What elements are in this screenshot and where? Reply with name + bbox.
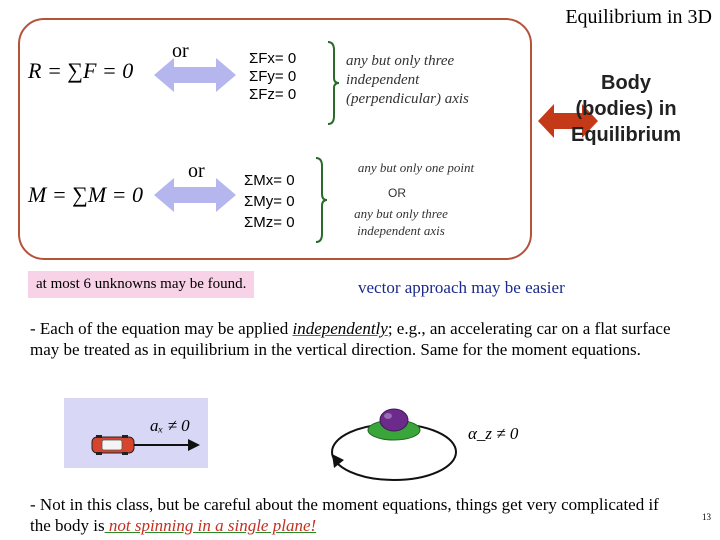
page-number: 13 [702, 512, 711, 522]
independence-paragraph: - Each of the equation may be applied in… [30, 318, 702, 360]
force-x-eq: ΣFx= 0 [249, 50, 297, 67]
car-panel [64, 398, 208, 468]
paragraph1-start: - Each of the equation may be applied [30, 319, 293, 338]
force-resultant-equation: R = ∑F = 0 [28, 58, 134, 83]
force-note: any but only three independent (perpendi… [346, 53, 469, 107]
moment-z-eq: ΣMz= 0 [244, 214, 295, 231]
moment-or-label: or [188, 160, 205, 182]
force-z-eq: ΣFz= 0 [249, 86, 297, 103]
unknowns-note: at most 6 unknowns may be found. [28, 271, 255, 298]
car-icon [91, 435, 200, 455]
vector-approach-note: vector approach may be easier [358, 278, 565, 298]
spinning-paragraph: - Not in this class, but be careful abou… [30, 494, 660, 536]
body-double-arrow [538, 104, 598, 138]
moment-double-arrow [154, 178, 236, 212]
force-or-label: or [172, 40, 189, 62]
paragraph2-start: - Not in this class, but be careful abou… [30, 495, 659, 535]
moment-y-eq: ΣMy= 0 [244, 193, 295, 210]
slide-title: Equilibrium in 3D [565, 6, 712, 28]
vector-approach-text: vector approach [358, 278, 468, 297]
moment-note-or: OR [388, 186, 406, 200]
moment-note-bottom: any but only three independent axis [354, 206, 448, 238]
moment-brace [315, 157, 328, 243]
force-y-eq: ΣFy= 0 [249, 68, 297, 85]
equations-frame [18, 18, 532, 260]
moment-components: ΣMx= 0 ΣMy= 0 ΣMz= 0 [244, 170, 295, 233]
vector-approach-tail: may be easier [467, 278, 565, 297]
spinning-body-icon [331, 408, 457, 481]
force-double-arrow [154, 58, 236, 92]
body-equilibrium-label: Body (bodies) in Equilibrium [571, 72, 681, 146]
car-acceleration-label: aₓ ≠ 0 [150, 416, 190, 435]
paragraph1-end: ; e.g., an accelerating car on a flat su… [30, 319, 671, 359]
moment-note-top: any but only one point [357, 160, 475, 175]
paragraph2-emphasis: not spinning in a single plane! [104, 516, 317, 535]
paragraph1-emphasis: independently [292, 319, 388, 338]
moment-resultant-equation: M = ∑M = 0 [28, 182, 144, 207]
moment-x-eq: ΣMx= 0 [244, 172, 295, 189]
force-components: ΣFx= 0 ΣFy= 0 ΣFz= 0 [249, 50, 296, 104]
force-brace [327, 41, 340, 125]
angular-acceleration-label: α_z ≠ 0 [468, 424, 519, 443]
